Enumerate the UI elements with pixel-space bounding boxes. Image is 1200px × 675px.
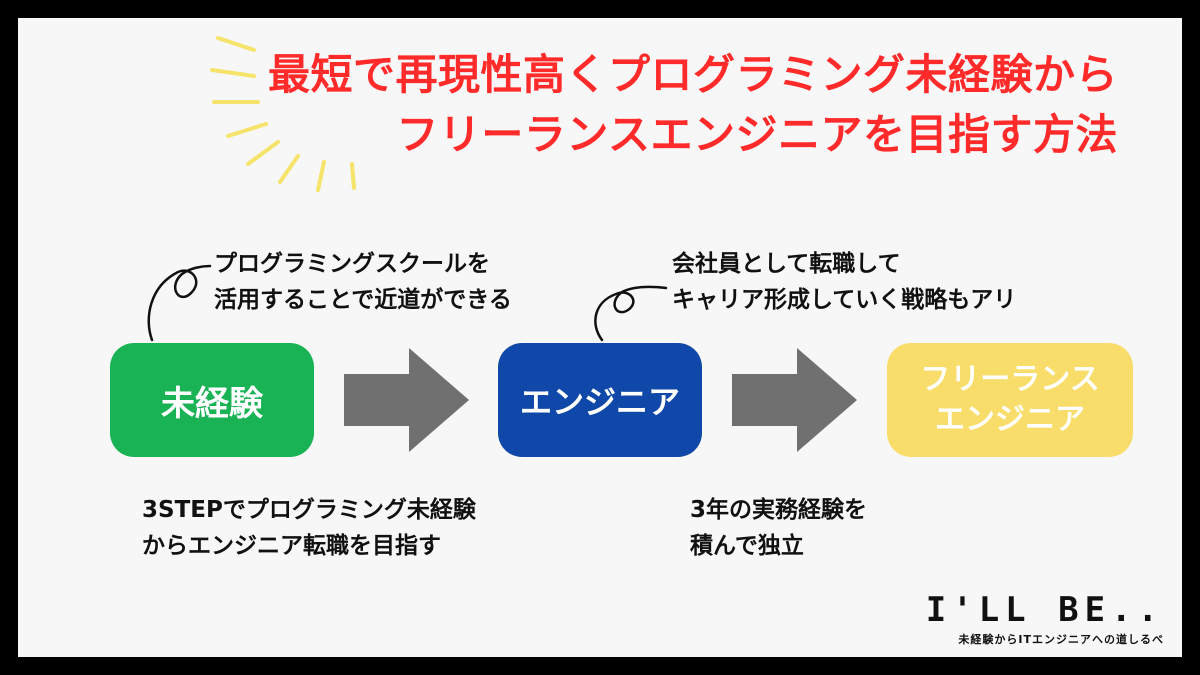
- annotation-three-step-line-2: からエンジニア転職を目指す: [142, 533, 441, 559]
- step-engineer-label: エンジニア: [519, 383, 680, 421]
- step-freelance-label-line-1: フリーランス: [920, 362, 1100, 397]
- annotation-experience: 3年の実務経験を 積んで独立: [690, 492, 867, 564]
- brand-tagline: 未経験からITエンジニアへの道しるべ: [958, 633, 1164, 646]
- annotation-experience-line-1: 3年の実務経験を: [690, 497, 868, 523]
- brand-logo: I'LL BE..: [925, 590, 1164, 630]
- right-arrow-icon: [344, 348, 469, 452]
- annotation-career-line-2: キャリア形成していく戦略もアリ: [672, 287, 1017, 313]
- step-engineer: エンジニア: [498, 343, 702, 457]
- slide-canvas: 最短で再現性高くプログラミング未経験から フリーランスエンジニアを目指す方法 プ…: [18, 18, 1182, 657]
- annotation-three-step-line-1: 3STEPでプログラミング未経験: [142, 497, 476, 523]
- right-arrow-icon: [732, 348, 857, 452]
- annotation-career: 会社員として転職して キャリア形成していく戦略もアリ: [672, 246, 1016, 318]
- step-freelance-engineer: フリーランス エンジニア: [887, 343, 1133, 457]
- brand-watermark: I'LL BE.. 未経験からITエンジニアへの道しるべ: [926, 593, 1164, 647]
- step-inexperienced-label: 未経験: [161, 383, 263, 424]
- annotation-school: プログラミングスクールを 活用することで近道ができる: [214, 246, 512, 318]
- annotation-career-line-1: 会社員として転職して: [672, 251, 901, 277]
- annotation-school-line-2: 活用することで近道ができる: [214, 287, 512, 313]
- annotation-school-line-1: プログラミングスクールを: [214, 251, 490, 277]
- page-title-line-1: 最短で再現性高くプログラミング未経験から: [267, 50, 1118, 99]
- annotation-three-step: 3STEPでプログラミング未経験 からエンジニア転職を目指す: [142, 492, 476, 564]
- step-inexperienced: 未経験: [110, 343, 314, 457]
- step-freelance-label-line-2: エンジニア: [935, 402, 1085, 437]
- page-title-line-2: フリーランスエンジニアを目指す方法: [396, 110, 1118, 159]
- annotation-experience-line-2: 積んで独立: [690, 533, 804, 559]
